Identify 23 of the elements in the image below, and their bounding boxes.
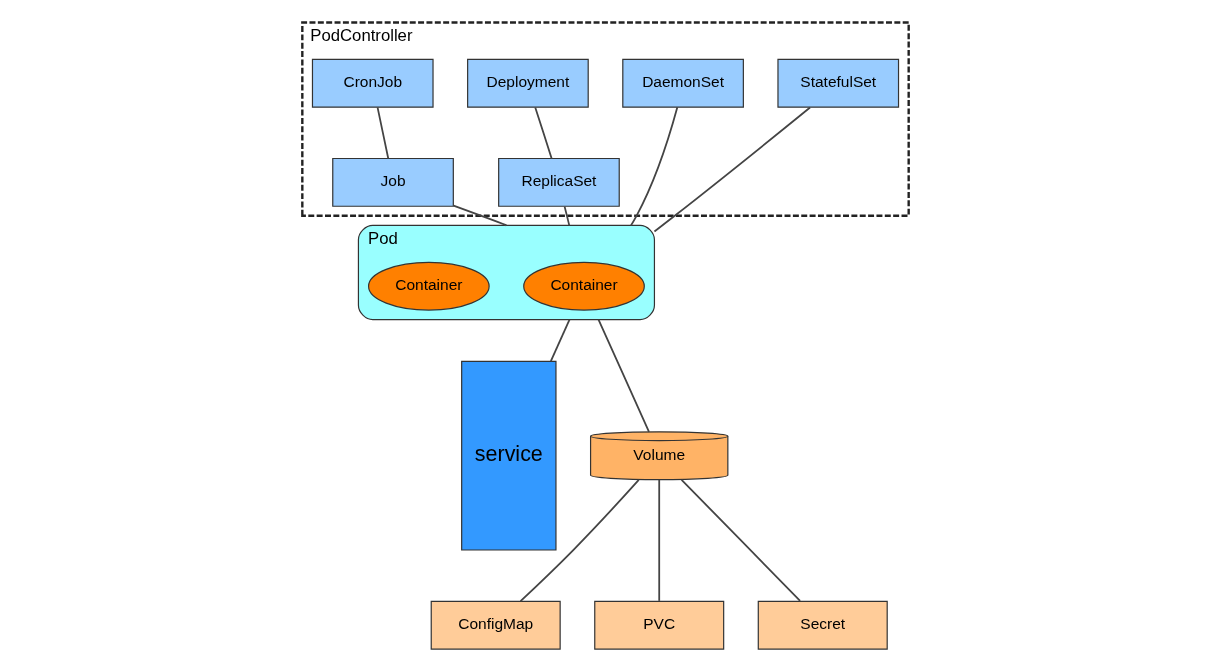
node-ellipse: Container bbox=[523, 261, 645, 311]
connector bbox=[452, 204, 508, 227]
connector bbox=[376, 106, 390, 160]
connector bbox=[563, 205, 571, 227]
node-box: CronJob bbox=[311, 58, 434, 108]
connector bbox=[519, 479, 640, 602]
connector bbox=[549, 318, 571, 362]
connector bbox=[534, 106, 553, 160]
node-box: StatefulSet bbox=[777, 58, 900, 108]
node-box: DaemonSet bbox=[622, 58, 744, 108]
connector bbox=[597, 318, 650, 433]
node-box: Deployment bbox=[467, 58, 589, 108]
connector bbox=[630, 106, 679, 227]
node-box: ReplicaSet bbox=[498, 157, 620, 207]
node-box: ConfigMap bbox=[430, 600, 561, 650]
node-box: PVC bbox=[594, 600, 725, 650]
node-box: Secret bbox=[757, 600, 888, 650]
connector bbox=[680, 478, 801, 602]
node-box: Job bbox=[332, 157, 454, 207]
connector bbox=[653, 106, 811, 233]
node-ellipse: Container bbox=[367, 261, 490, 311]
connector bbox=[658, 478, 661, 602]
node-box: service bbox=[461, 360, 557, 551]
